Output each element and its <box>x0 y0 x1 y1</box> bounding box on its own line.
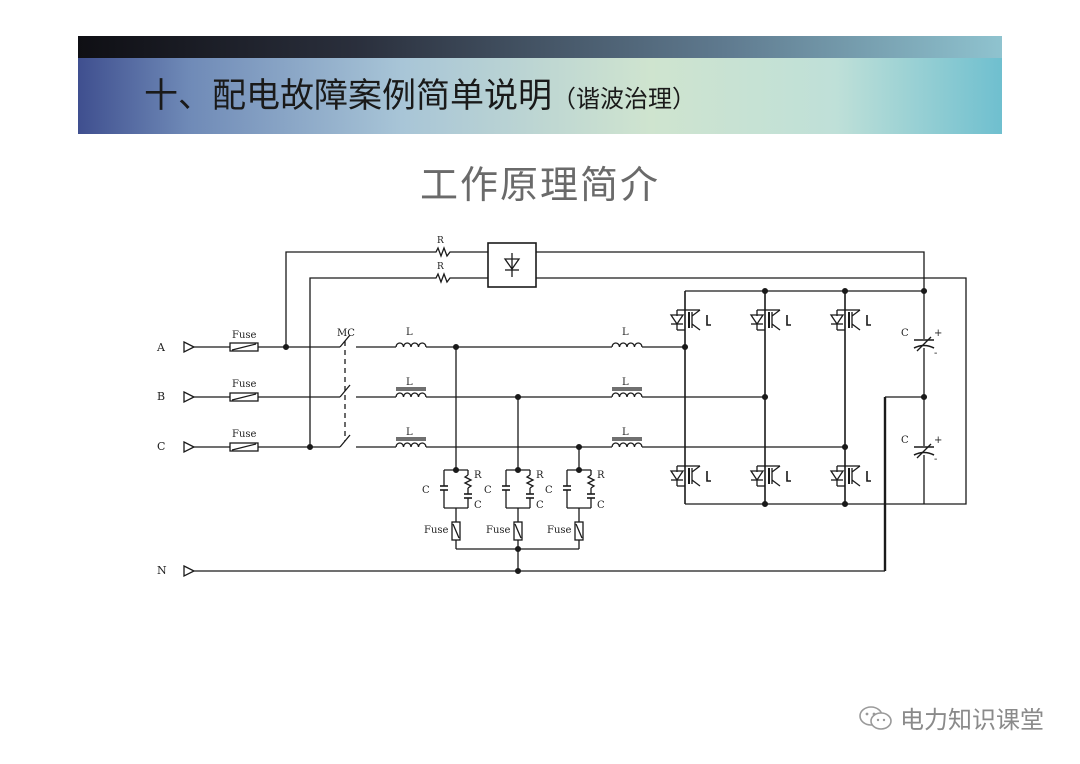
phase-label-c: C <box>157 440 165 453</box>
rectifier-box <box>487 242 537 288</box>
capacitor-label: C <box>545 485 553 496</box>
inductor-label: L <box>406 327 413 338</box>
terminal-a: A <box>156 340 196 354</box>
terminal-n: N <box>157 564 196 578</box>
diode <box>749 470 765 482</box>
fuse-label: Fuse <box>424 525 449 536</box>
inductor-label: L <box>622 327 629 338</box>
fuse-label: Fuse <box>486 525 511 536</box>
inductor-group-input: L L L <box>395 327 427 448</box>
capacitor-label: C <box>484 485 492 496</box>
resistor-label: R <box>597 470 605 481</box>
capacitor-label: C <box>474 500 482 511</box>
igbt-bridge <box>669 291 871 504</box>
inductor-input-1: L <box>395 377 427 398</box>
inductor-input-0: L <box>395 327 427 348</box>
igbt-lower-1 <box>749 465 791 487</box>
terminal-c: C <box>157 440 196 454</box>
capacitor-label: C <box>536 500 544 511</box>
phase-label-a: A <box>156 341 166 354</box>
resistor-label: R <box>474 470 482 481</box>
diode <box>749 314 765 326</box>
header-banner-stripe <box>78 36 1002 58</box>
igbt-lower-0 <box>669 465 711 487</box>
igbt-upper-2 <box>829 309 871 331</box>
fuse-label: Fuse <box>232 330 257 341</box>
phase-label-n: N <box>157 564 167 577</box>
resistor-top-1: R <box>430 236 488 258</box>
igbt-lower-2 <box>829 465 871 487</box>
dc-capacitor-upper: C + - <box>901 328 942 401</box>
diode <box>669 314 685 326</box>
capacitor-label: C <box>597 500 605 511</box>
dc-capacitor-lower: C + - <box>901 435 942 465</box>
inductor-output-0: L <box>611 327 643 348</box>
inductor-label: L <box>622 377 629 388</box>
svg-text:R: R <box>437 262 444 272</box>
filter-branch-0: C R C Fuse <box>422 466 482 549</box>
inductor-output-2: L <box>611 427 643 448</box>
page-title-suffix: （谐波治理） <box>552 85 696 113</box>
inductor-label: L <box>406 377 413 388</box>
fuse-label: Fuse <box>547 525 572 536</box>
diode <box>829 470 845 482</box>
diode <box>829 314 845 326</box>
resistor <box>525 474 535 489</box>
svg-text:C: C <box>901 435 909 446</box>
fuse-c: Fuse <box>229 429 259 452</box>
inductor-label: L <box>406 427 413 438</box>
fuse-label: Fuse <box>232 429 257 440</box>
mc-contactor: MC <box>337 328 355 448</box>
filter-branch-1: C R C Fuse <box>484 466 544 549</box>
terminal-b: B <box>157 390 196 404</box>
svg-text:-: - <box>934 454 937 465</box>
watermark-text: 电力知识课堂 <box>900 706 1044 734</box>
wechat-icon <box>859 705 892 730</box>
inductor-label: L <box>622 427 629 438</box>
resistor <box>463 474 473 489</box>
igbt-upper-1 <box>749 309 791 331</box>
svg-text:+: + <box>934 435 942 446</box>
phase-label-b: B <box>157 390 165 403</box>
inductor-output-1: L <box>611 377 643 398</box>
page-title-main: 十、配电故障案例简单说明 <box>144 76 552 116</box>
fuse-b: Fuse <box>229 379 259 402</box>
svg-text:+: + <box>934 328 942 339</box>
mc-label: MC <box>337 328 355 339</box>
resistor-top-2: R <box>430 262 488 284</box>
svg-text:R: R <box>437 236 444 246</box>
inductor-group-output: L L L <box>611 327 643 448</box>
svg-text:-: - <box>934 348 937 359</box>
page-title: 十、配电故障案例简单说明（谐波治理） <box>144 68 696 117</box>
inductor-input-2: L <box>395 427 427 448</box>
resistor <box>586 474 596 489</box>
watermark: 电力知识课堂 <box>858 700 1044 735</box>
fuse-a: Fuse <box>229 330 259 352</box>
section-subtitle: 工作原理简介 <box>419 163 660 207</box>
diode <box>669 470 685 482</box>
filter-branch-2: C R C Fuse <box>545 466 605 549</box>
igbt-upper-0 <box>669 309 711 331</box>
resistor-label: R <box>536 470 544 481</box>
svg-text:C: C <box>901 328 909 339</box>
capacitor-label: C <box>422 485 430 496</box>
fuse-label: Fuse <box>232 379 257 390</box>
